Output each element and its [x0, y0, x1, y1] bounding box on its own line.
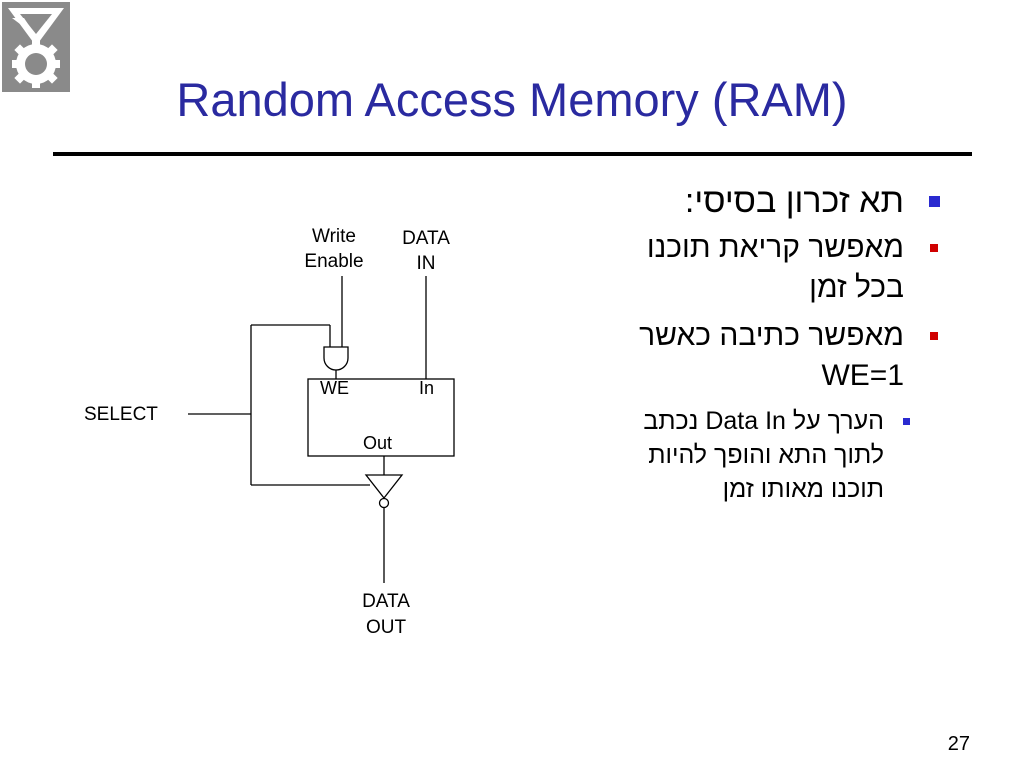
bullet-read: מאפשר קריאת תוכנו בכל זמן [494, 228, 954, 308]
select-label: SELECT [84, 404, 158, 425]
data-out-label: DATA OUT [362, 591, 410, 638]
bullet-square-icon [929, 196, 940, 207]
title-divider [53, 152, 972, 156]
bullet-detail: הערך על Data In נכתב לתוך התא והופך להיו… [494, 404, 954, 506]
out-port-label: Out [363, 433, 393, 453]
write-enable-label: Write Enable [304, 226, 364, 272]
bullet-main: תא זכרון בסיסי: [494, 178, 954, 224]
bullet-list: תא זכרון בסיסי: מאפשר קריאת תוכנו בכל זמ… [494, 178, 954, 506]
in-port-label: In [419, 378, 435, 398]
slide-title: Random Access Memory (RAM) [176, 73, 848, 126]
page-number: 27 [947, 733, 970, 755]
bullet-write: מאפשר כתיבה כאשר WE=1 [494, 316, 954, 396]
bullet-square-icon [930, 244, 938, 252]
bullet-square-icon [903, 418, 910, 425]
bullet-square-icon [930, 332, 938, 340]
data-in-label: DATA IN [402, 228, 450, 274]
we-port-label: WE [320, 378, 349, 398]
technion-logo [2, 2, 70, 92]
